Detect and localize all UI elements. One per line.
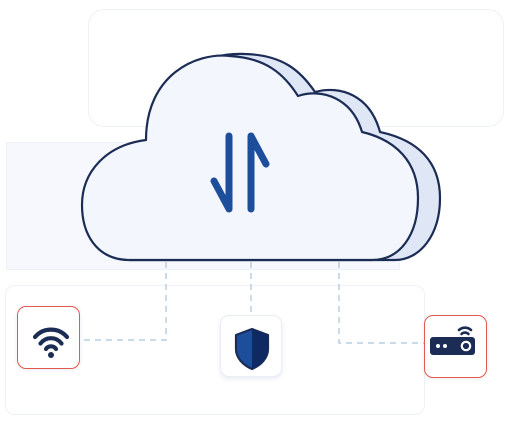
connectors — [82, 262, 424, 344]
wifi-icon — [32, 327, 70, 358]
router-icon — [430, 326, 475, 355]
connector-router — [338, 262, 424, 344]
shield-icon — [234, 327, 270, 371]
router-node[interactable] — [424, 315, 487, 378]
connector-wifi — [82, 262, 167, 341]
cloud-sync-icon — [80, 52, 442, 262]
shield-node[interactable] — [220, 315, 282, 377]
wifi-node[interactable] — [17, 306, 80, 369]
up-down-arrows-icon — [210, 132, 270, 213]
